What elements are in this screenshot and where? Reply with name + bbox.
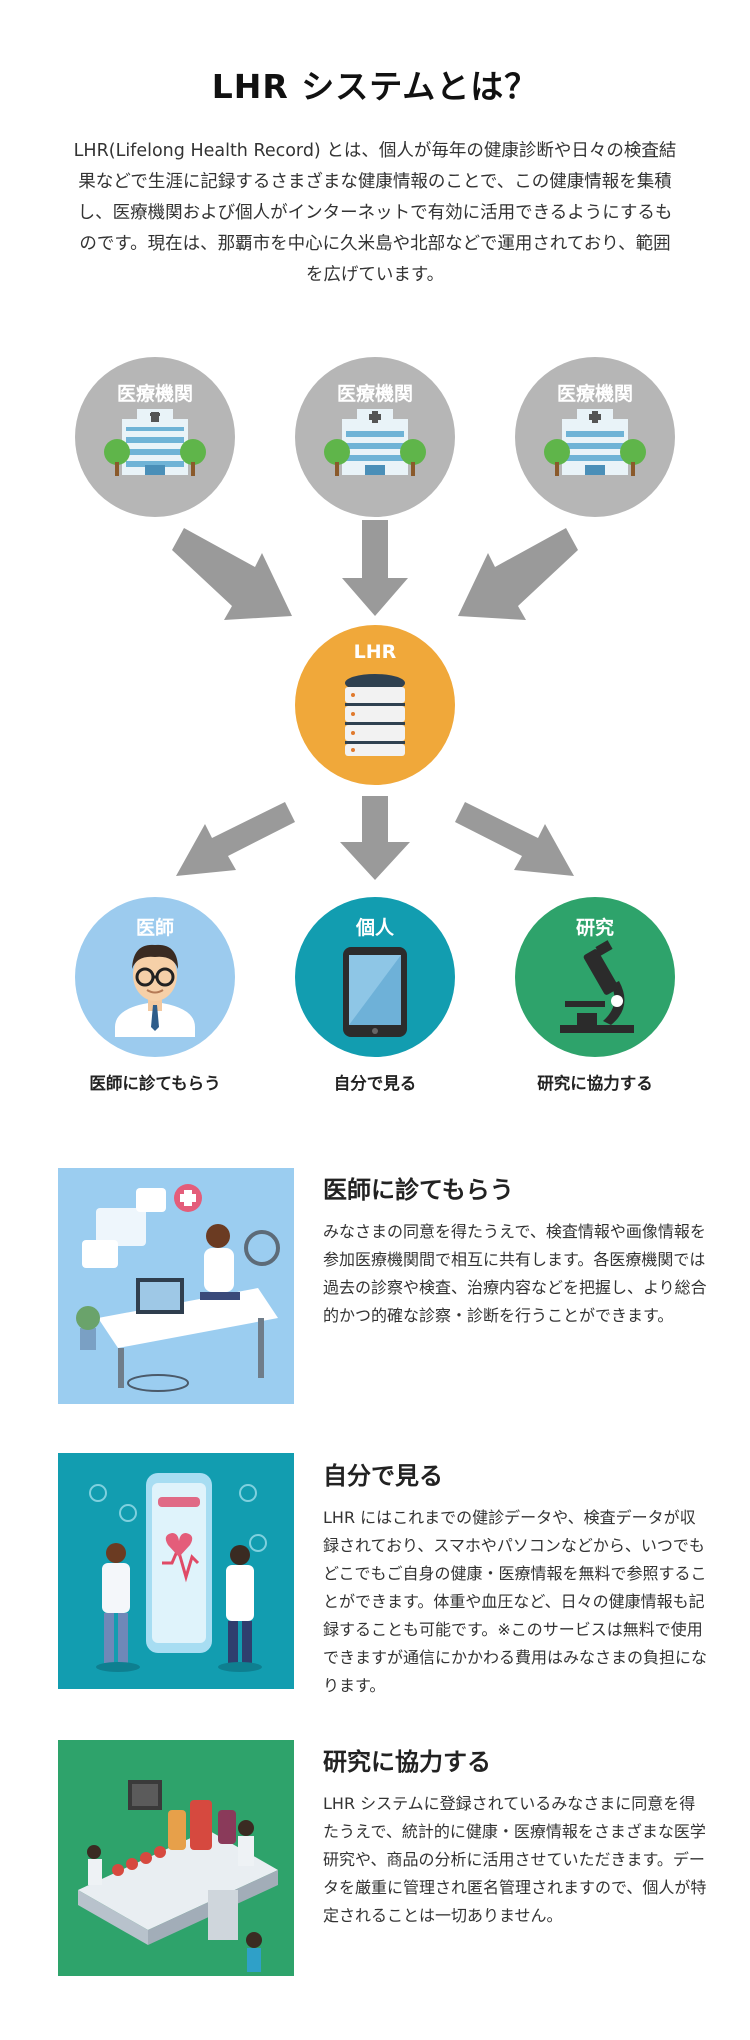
- personal-circle: 個人: [295, 897, 455, 1057]
- institution-circle-1: 医療機関: [75, 357, 235, 517]
- research-lab-illustration: [58, 1740, 294, 1976]
- tablet-icon: [343, 947, 407, 1037]
- microscope-icon: [560, 940, 634, 1033]
- hospital-icon: [104, 409, 206, 476]
- section-body-doctor: みなさまの同意を得たうえで、検査情報や画像情報を参加医療機関間で相互に共有します…: [323, 1222, 707, 1325]
- hospital-icon: [324, 409, 426, 476]
- research-caption: 研究に協力する: [537, 1074, 653, 1093]
- institution-circle-2: 医療機関: [295, 357, 455, 517]
- personal-caption: 自分で見る: [333, 1074, 417, 1093]
- arrow-icon: [176, 802, 295, 876]
- institution-label: 医療機関: [116, 383, 193, 405]
- doctor-circle: 医師: [75, 897, 235, 1057]
- arrow-icon: [458, 528, 578, 620]
- smartphone-illustration: [58, 1453, 294, 1689]
- section-heading-self: 自分で見る: [323, 1462, 443, 1490]
- research-label: 研究: [575, 917, 614, 939]
- arrow-icon: [455, 802, 574, 876]
- personal-label: 個人: [355, 917, 394, 939]
- section-heading-doctor: 医師に診てもらう: [323, 1176, 514, 1204]
- institution-label: 医療機関: [336, 383, 413, 405]
- arrow-icon: [340, 796, 410, 880]
- doctor-icon: [115, 944, 195, 1037]
- lhr-hub-label: LHR: [353, 641, 397, 663]
- section-heading-research: 研究に協力する: [323, 1748, 491, 1776]
- institution-label: 医療機関: [556, 383, 633, 405]
- inbound-arrows: [172, 520, 578, 620]
- page-title: LHR システムとは？: [211, 67, 539, 106]
- section-body-self: LHR にはこれまでの健診データや、検査データが収録されており、スマホやパソコン…: [323, 1508, 708, 1695]
- doctor-desk-illustration: [58, 1168, 294, 1404]
- arrow-icon: [172, 528, 292, 620]
- section-body-research: LHR システムに登録されているみなさまに同意を得たうえで、統計的に健康・医療情…: [323, 1794, 707, 1925]
- research-circle: 研究: [515, 897, 675, 1057]
- intro-text: LHR(Lifelong Health Record) とは、個人が毎年の健康診…: [73, 141, 677, 285]
- doctor-caption: 医師に診てもらう: [89, 1074, 221, 1093]
- arrow-icon: [342, 520, 408, 616]
- database-icon: [345, 674, 405, 756]
- hospital-icon: [544, 409, 646, 476]
- institution-circle-3: 医療機関: [515, 357, 675, 517]
- lhr-hub-circle: LHR: [295, 625, 455, 785]
- doctor-label: 医師: [135, 917, 174, 939]
- outbound-arrows: [176, 796, 574, 880]
